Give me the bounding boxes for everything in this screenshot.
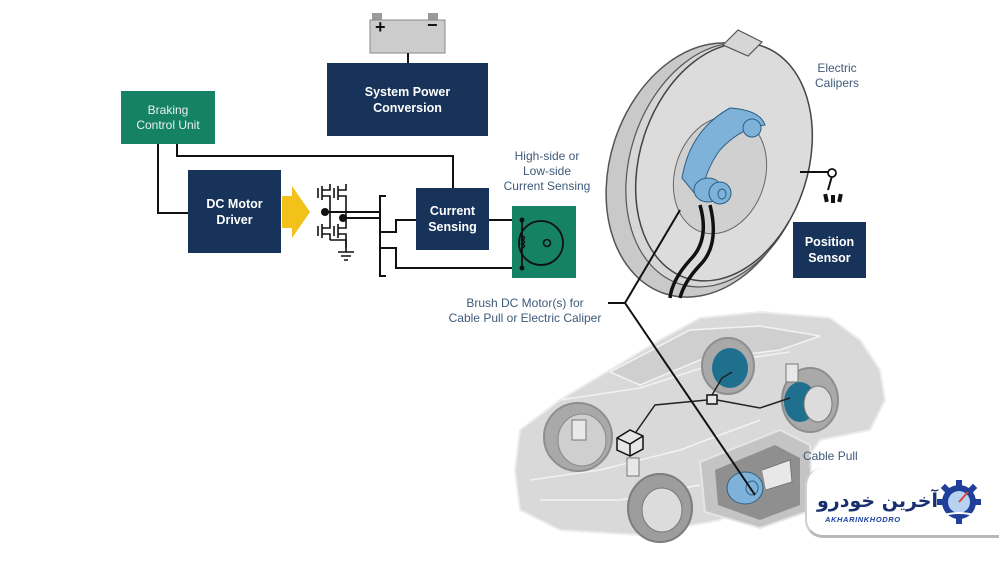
- braking-control-unit-label: Braking Control Unit: [136, 102, 200, 132]
- battery-negative-symbol: −: [427, 15, 438, 35]
- system-power-conversion-label: System Power Conversion: [364, 84, 451, 115]
- dc-motor-driver-block: DC Motor Driver: [188, 170, 281, 253]
- braking-control-unit-block: Braking Control Unit: [121, 91, 215, 144]
- watermark-logo: آخرین خودرو AKHARINKHODRO: [805, 468, 999, 538]
- electric-caliper-illustration: [605, 29, 814, 299]
- h-bridge-icon: [317, 184, 354, 261]
- logo-text-fa: آخرین خودرو: [817, 490, 938, 512]
- battery-positive-symbol: +: [375, 17, 386, 37]
- dc-motor-driver-label: DC Motor Driver: [206, 196, 263, 227]
- system-power-conversion-block: System Power Conversion: [327, 63, 488, 136]
- battery-icon: [369, 13, 446, 64]
- rear-left-caliper: [712, 348, 748, 388]
- cable-pull-motor: [726, 471, 764, 505]
- current-sensing-label: Current Sensing: [428, 204, 477, 234]
- bridge-node: [339, 214, 347, 222]
- car-illustration: [513, 310, 887, 543]
- dc-motor-symbol-icon: [518, 217, 564, 271]
- position-sensor-block: Position Sensor: [793, 222, 866, 278]
- brush-dc-motor-label: Brush DC Motor(s) for Cable Pull or Elec…: [448, 296, 602, 325]
- current-sensing-block: Current Sensing: [416, 188, 489, 250]
- electric-calipers-label: Electric Calipers: [814, 61, 859, 90]
- position-sensor-label: Position Sensor: [804, 235, 855, 265]
- ecu-cube-icon: [616, 429, 644, 457]
- cable-pull-label: Cable Pull: [803, 449, 858, 463]
- drive-arrow-icon: [282, 186, 310, 238]
- bridge-node: [321, 208, 329, 216]
- gear-speedometer-icon: [937, 480, 981, 524]
- logo-text-en: AKHARINKHODRO: [825, 515, 901, 524]
- dc-motor-block: [512, 206, 576, 278]
- current-sensing-note: High-side or Low-side Current Sensing: [503, 149, 591, 193]
- position-sensor-glyph-icon: [823, 168, 843, 203]
